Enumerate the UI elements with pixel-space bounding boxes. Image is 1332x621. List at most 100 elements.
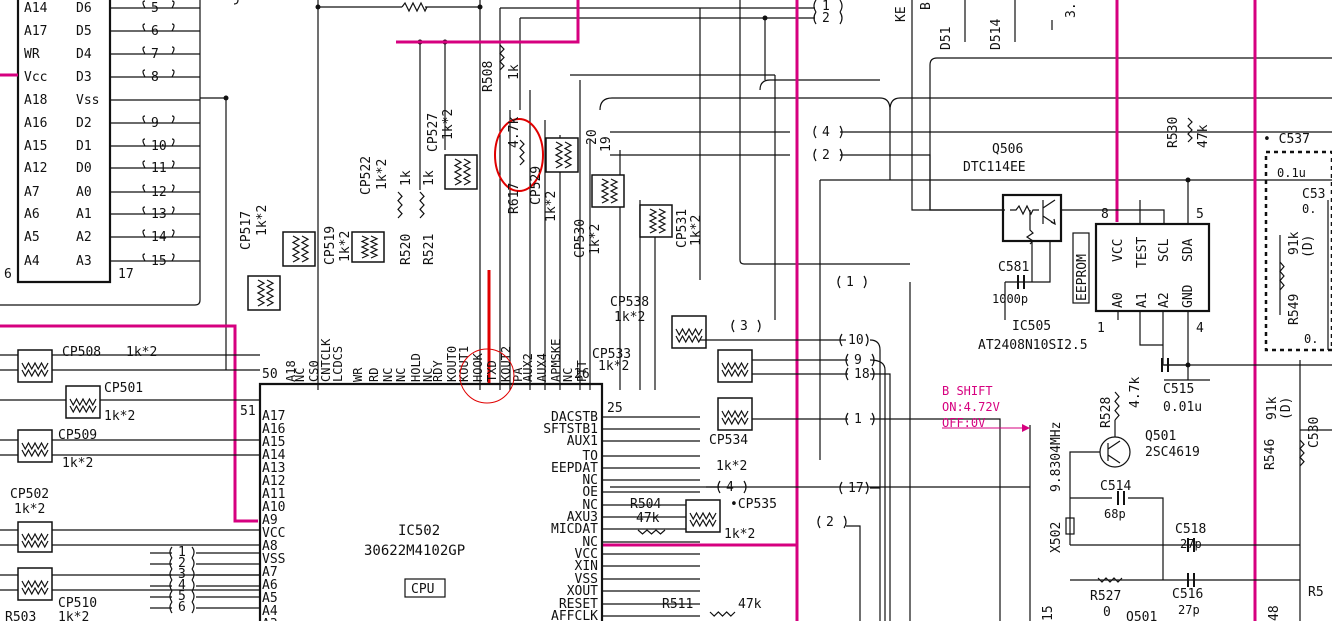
ic505-pin-a1: A1 (1135, 292, 1150, 308)
c537-ref: • C537 (1263, 132, 1310, 147)
cp510-value: 1k*2 (58, 610, 89, 621)
ic502-right-pin: EEPDAT (551, 461, 598, 476)
mem-conn-number: 9 (151, 116, 159, 131)
ic502-top-pin: AUX4 (535, 353, 549, 382)
mem-conn-number: 11 (151, 161, 167, 176)
r549-d: (D) (1301, 235, 1316, 258)
ic502-right-pin: VCC (575, 547, 598, 562)
r617-value: 4.7k (507, 117, 522, 148)
r530 (1187, 117, 1193, 143)
ic502-left-pin: A10 (262, 500, 285, 515)
cp531-ref: CP531 (675, 209, 690, 248)
mem-pin-right-5: D2 (76, 116, 92, 131)
cp522-ref: CP522 (359, 156, 374, 195)
net-2-label: 2 (822, 148, 830, 163)
d51-label: D51 (939, 27, 954, 50)
ic505-part: AT2408N10SI2.5 (978, 338, 1088, 353)
ic502-top-pin: WR (351, 367, 365, 382)
ic502-top-pin: NC (381, 368, 395, 382)
c516-value: 27p (1178, 603, 1200, 617)
ic505-pin-a0: A0 (1111, 292, 1126, 308)
ic502-top-pin: NC (394, 368, 408, 382)
mem-conn-number: 5 (151, 1, 159, 16)
cp538-ref: CP538 (610, 295, 649, 310)
ic505-n8: 8 (1101, 207, 1109, 222)
r546-d: (D) (1279, 397, 1294, 420)
r528-ref: R528 (1099, 397, 1114, 428)
cp508-ref: CP508 (62, 345, 101, 360)
ic502-left-pin: A15 (262, 435, 285, 450)
ic502-right-pin: TO (582, 449, 598, 464)
ic502-left-pin: A5 (262, 591, 278, 606)
passive-parts (17, 44, 1305, 617)
mem-pin-left-5: A16 (24, 116, 47, 131)
r520-ref: R520 (399, 234, 414, 265)
net-10-label: 10 (848, 333, 864, 348)
cp502-value: 1k*2 (14, 502, 45, 517)
ic502-pin-51: 51 (240, 404, 256, 419)
r527-value: 0 (1103, 605, 1111, 620)
cp522 (351, 231, 385, 263)
cp517-ref: CP517 (239, 211, 254, 250)
cp509-value: 1k*2 (62, 456, 93, 471)
r549 (1279, 261, 1285, 291)
ic505-n1: 1 (1097, 321, 1105, 336)
ic502-left-pin: A3 (262, 617, 278, 621)
r549-ref: R549 (1287, 294, 1302, 325)
r15-ref: 15 (1041, 605, 1056, 621)
c516-ref: C516 (1172, 587, 1203, 602)
ic502-top-pin: PTT (575, 360, 589, 382)
ic502-top-pin: HOLD (409, 353, 423, 382)
mem-pin-right-2: D4 (76, 47, 92, 62)
mem-corner-left: 6 (4, 267, 12, 282)
cp527-value: 1k*2 (441, 109, 456, 140)
ic502-top-pin: RDY (431, 360, 445, 382)
ic502-left-pin: VCC (262, 526, 285, 541)
mem-conn-number: 12 (151, 185, 167, 200)
top-1: 1 (813, 0, 843, 14)
r504 (637, 529, 666, 535)
c581-value: 1000p (992, 292, 1028, 306)
mem-connector: 5 (142, 0, 175, 16)
net-17: 17 (839, 481, 869, 496)
c581-ref: C581 (998, 260, 1029, 275)
r508-ref: R508 (481, 61, 496, 92)
cp534-ref: CP534 (709, 433, 748, 448)
top-2-label: 2 (822, 11, 830, 26)
mem-pin-right-7: D0 (76, 161, 92, 176)
mem-conn-number: 15 (151, 254, 167, 269)
left-connector: 6 (150, 600, 260, 615)
ic502-right-pin: MICDAT (551, 522, 598, 537)
r511-ref: R511 (662, 597, 693, 612)
left-connector: 5 (150, 589, 260, 604)
ic502-pin-25: 25 (607, 401, 623, 416)
ic505-pin-gnd: GND (1181, 284, 1196, 308)
ic505-pin-sda: SDA (1181, 238, 1196, 262)
c518-ref: C518 (1175, 522, 1206, 537)
left-conn-number: 2 (178, 556, 186, 571)
ic502-top-pin: CNTCLK (319, 338, 333, 382)
mem-conn-number: 10 (151, 139, 167, 154)
mem-connector: 11 (142, 160, 175, 176)
x502-freq: 9.8304MHz (1049, 422, 1064, 492)
r5-ref: R5 (1308, 585, 1324, 600)
r527-ref: R527 (1090, 589, 1121, 604)
mem-pin-left-6: A15 (24, 139, 47, 154)
q501-second-ref: Q501 (1126, 610, 1157, 621)
cp517-value: 1k*2 (255, 205, 270, 236)
net-9: 9 (845, 353, 875, 368)
cp519-ref: CP519 (323, 226, 338, 265)
ic505-pin-vcc: VCC (1111, 239, 1126, 262)
mem-conn-number: 7 (151, 47, 159, 62)
ic502-right-pin: XOUT (567, 584, 598, 599)
c514-ref: C514 (1100, 479, 1131, 494)
mem-connector: 8 (142, 69, 175, 85)
mem-pin-left-8: A7 (24, 185, 40, 200)
net-2b: 2 (817, 515, 847, 530)
r528-value: 4.7k (1128, 377, 1143, 408)
cp538-value: 1k*2 (614, 310, 645, 325)
b-shift-label: B SHIFT (942, 384, 993, 398)
r546 (1299, 439, 1305, 467)
cp509-ref: CP509 (58, 428, 97, 443)
net-2: 2 (813, 148, 843, 163)
